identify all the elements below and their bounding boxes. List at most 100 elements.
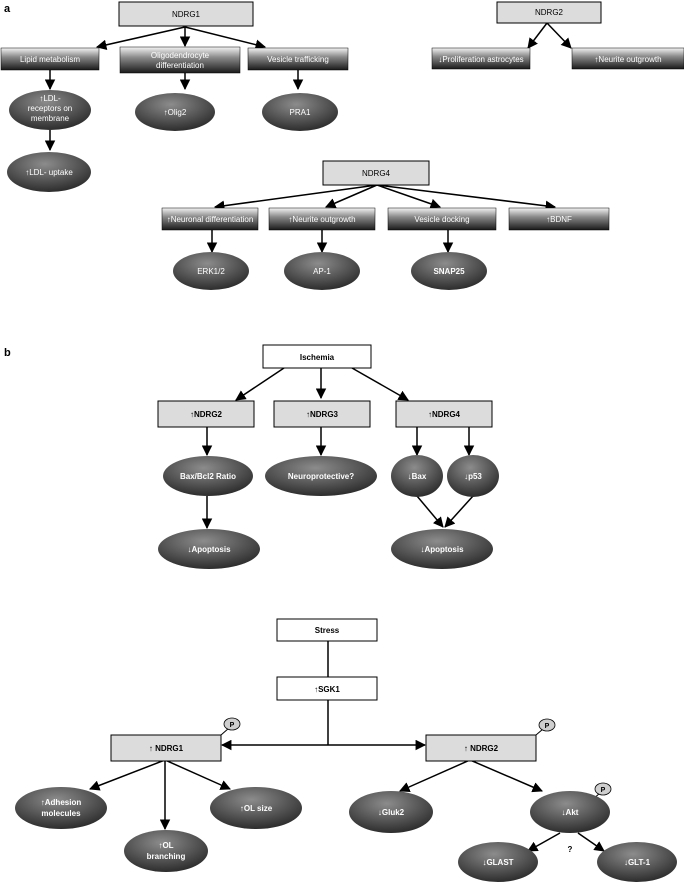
svg-text:branching: branching: [147, 852, 186, 861]
stress-ndrg1-box: ↑ NDRG1: [110, 734, 222, 762]
ldl-uptake-label: ↑LDL- uptake: [25, 168, 73, 177]
svg-text:molecules: molecules: [41, 809, 81, 818]
stress-title: Stress: [315, 626, 340, 635]
panel-a-label: a: [4, 3, 11, 15]
sgk1-box: ↑SGK1: [276, 676, 378, 701]
ap1-label: AP-1: [313, 267, 331, 276]
stress-ndrg1-label: ↑ NDRG1: [149, 744, 184, 753]
stress-edges: [89, 641, 605, 852]
oligodendrocyte-label-line2: differentiation: [156, 61, 204, 70]
stress-ndrg2-label: ↑ NDRG2: [464, 744, 499, 753]
ldl-receptors-line3: membrane: [31, 114, 70, 123]
ol-branching-ellipse: ↑OL branching: [124, 830, 208, 872]
svg-text:↑OL: ↑OL: [158, 841, 173, 850]
ndrg4-header-box: NDRG4: [322, 160, 430, 186]
neurite-outgrowth-a-box: ↑Neurite outgrowth: [571, 47, 684, 70]
ischemia-ndrg3-box: ↑NDRG3: [273, 400, 371, 428]
ol-size-label: ↑OL size: [240, 804, 273, 813]
erk-label: ERK1/2: [197, 267, 225, 276]
snap25-label: SNAP25: [433, 267, 465, 276]
svg-text:↑Adhesion: ↑Adhesion: [41, 798, 82, 807]
ndrg4-edges: [206, 184, 557, 254]
neurite-outgrowth-ndrg4-label: ↑Neurite outgrowth: [288, 215, 355, 224]
lipid-metabolism-box: Lipid metabolism: [0, 47, 100, 71]
glt1-label: ↓GLT-1: [624, 858, 651, 867]
gluk2-label: ↓Gluk2: [378, 808, 405, 817]
ndrg1-edges: [44, 26, 304, 152]
apoptosis-right-ellipse: ↓Apoptosis: [391, 529, 493, 569]
olig2-label: ↑Olig2: [164, 108, 187, 117]
stress-ndrg2-box: ↑ NDRG2: [425, 734, 537, 762]
ndrg4-title: NDRG4: [362, 169, 391, 178]
snap25-ellipse: SNAP25: [411, 252, 487, 290]
svg-text:membrane: membrane: [31, 114, 70, 123]
svg-text:Oligodendrocyte: Oligodendrocyte: [151, 51, 210, 60]
gluk2-ellipse: ↓Gluk2: [349, 791, 433, 833]
ischemia-box: Ischemia: [262, 344, 372, 369]
akt-label: ↓Akt: [562, 808, 579, 817]
bdnf-box: ↑BDNF: [508, 207, 610, 231]
ischemia-edges: [201, 367, 475, 530]
ischemia-ndrg4-label: ↑NDRG4: [428, 410, 461, 419]
oligodendrocyte-label-line1: Oligodendrocyte: [151, 51, 210, 60]
ldl-receptors-ellipse: ↑LDL- receptors on membrane: [9, 90, 91, 130]
akt-phospho-label: P: [601, 787, 606, 794]
adhesion-line1: ↑Adhesion: [41, 798, 82, 807]
ldl-receptors-line2: receptors on: [28, 104, 72, 113]
ischemia-ndrg2-label: ↑NDRG2: [190, 410, 223, 419]
bax-ellipse: ↓Bax: [391, 455, 443, 497]
proliferation-astrocytes-box: ↓Proliferation astrocytes: [431, 47, 531, 70]
ndrg2-phospho-label: P: [545, 723, 550, 730]
erk-ellipse: ERK1/2: [173, 252, 249, 290]
bdnf-label: ↑BDNF: [546, 215, 572, 224]
ndrg1-phospho-label: P: [230, 722, 235, 729]
sgk1-label: ↑SGK1: [314, 685, 340, 694]
ol-size-ellipse: ↑OL size: [210, 787, 302, 829]
vesicle-docking-label: Vesicle docking: [414, 215, 469, 224]
ndrg1-phospho-marker: P: [220, 717, 241, 736]
olig2-ellipse: ↑Olig2: [135, 93, 215, 131]
glt1-ellipse: ↓GLT-1: [597, 842, 677, 882]
bax-bcl2-label: Bax/Bcl2 Ratio: [180, 472, 236, 481]
oligodendrocyte-box: Oligodendrocyte differentiation: [119, 46, 241, 74]
question-mark: ?: [568, 845, 573, 854]
ol-branching-line1: ↑OL: [158, 841, 173, 850]
neuroprotective-label: Neuroprotective?: [288, 472, 354, 481]
ndrg2-a-title: NDRG2: [535, 8, 564, 17]
ndrg2-a-edges: [527, 22, 572, 49]
lipid-metabolism-label: Lipid metabolism: [20, 55, 80, 64]
ndrg1-title: NDRG1: [172, 10, 201, 19]
vesicle-trafficking-box: Vesicle trafficking: [247, 47, 349, 71]
ischemia-title: Ischemia: [300, 353, 335, 362]
neurite-outgrowth-a-label: ↑Neurite outgrowth: [594, 55, 661, 64]
neuronal-differentiation-label: ↑Neuronal differentiation: [167, 215, 254, 224]
adhesion-line2: molecules: [41, 809, 81, 818]
ndrg1-header-box: NDRG1: [118, 1, 254, 27]
ischemia-ndrg4-box: ↑NDRG4: [395, 400, 493, 428]
apoptosis-right-label: ↓Apoptosis: [420, 545, 464, 554]
bax-label: ↓Bax: [408, 472, 427, 481]
glast-ellipse: ↓GLAST: [458, 842, 538, 882]
svg-text:receptors on: receptors on: [28, 104, 72, 113]
vesicle-docking-box: Vesicle docking: [387, 207, 497, 231]
p53-label: ↓p53: [464, 472, 482, 481]
ndrg2-a-header-box: NDRG2: [496, 1, 602, 24]
pra1-ellipse: PRA1: [262, 93, 338, 131]
ischemia-ndrg3-label: ↑NDRG3: [306, 410, 339, 419]
stress-box: Stress: [276, 618, 378, 642]
svg-text:differentiation: differentiation: [156, 61, 204, 70]
svg-text:↑LDL-: ↑LDL-: [39, 94, 61, 103]
akt-ellipse: ↓Akt: [530, 791, 610, 833]
apoptosis-left-ellipse: ↓Apoptosis: [158, 529, 260, 569]
panel-b-label: b: [4, 347, 11, 359]
ldl-uptake-ellipse: ↑LDL- uptake: [7, 152, 91, 192]
proliferation-astrocytes-label: ↓Proliferation astrocytes: [438, 55, 523, 64]
p53-ellipse: ↓p53: [447, 455, 499, 497]
ol-branching-line2: branching: [147, 852, 186, 861]
neuroprotective-ellipse: Neuroprotective?: [265, 456, 377, 496]
ap1-ellipse: AP-1: [284, 252, 360, 290]
vesicle-trafficking-label: Vesicle trafficking: [267, 55, 329, 64]
bax-bcl2-ellipse: Bax/Bcl2 Ratio: [163, 456, 253, 496]
adhesion-ellipse: ↑Adhesion molecules: [15, 787, 107, 829]
